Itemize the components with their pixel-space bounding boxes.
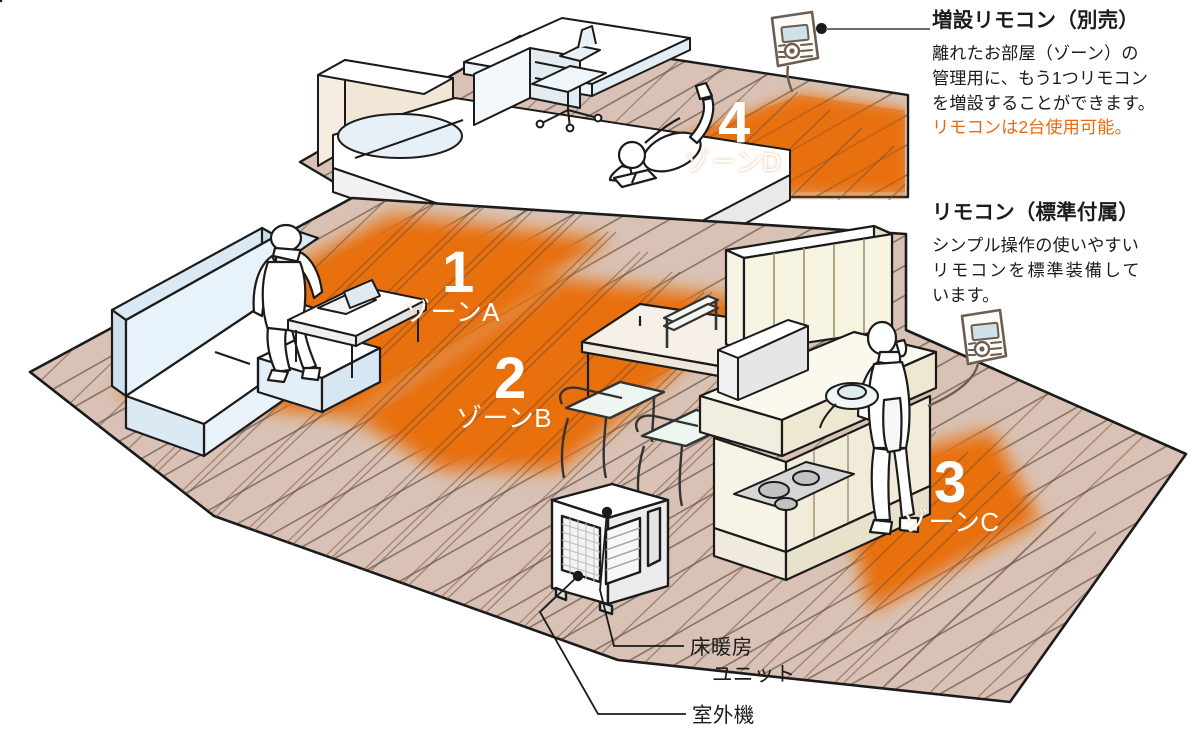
zone-label: ゾーンC (902, 507, 1000, 538)
panel-block-standard-remote: リモコン（標準付属） シンプル操作の使いやすい リモコンを標準装備して います。 (932, 200, 1194, 307)
callout-line-1: 床暖房 (690, 636, 753, 659)
zone-label: ゾーンA (404, 297, 501, 328)
zone-badge-c: 3 ゾーンC (902, 450, 1000, 538)
panel-body-line: リモコンを標準装備して (932, 259, 1142, 280)
callout-leader-lines (538, 511, 686, 715)
panel-body-line: 管理用に、もう1つリモコン (932, 67, 1149, 88)
panel-body-line: を増設することができます。 (932, 92, 1156, 113)
laptop (317, 279, 381, 315)
panel-body: 離れたお部屋（ゾーン）の 管理用に、もう1つリモコン を増設することができます。… (932, 41, 1194, 141)
panel-heading: 増設リモコン（別売） (932, 9, 1139, 32)
info-panel: 増設リモコン（別売） 離れたお部屋（ゾーン）の 管理用に、もう1つリモコン を増… (816, 0, 1200, 748)
dining-chair (559, 380, 666, 479)
callout-floor-heating-unit: 床暖房 ユニット (690, 634, 796, 688)
leader-line-extra-remote (826, 27, 930, 30)
callout-outdoor-unit: 室外機 (692, 702, 755, 729)
zone-badge-b: 2 ゾーンB (456, 346, 553, 434)
zone-number: 4 (718, 90, 750, 155)
zone-label: ゾーンD (684, 147, 782, 178)
person-living (252, 223, 324, 384)
stove-cooktop (733, 461, 855, 511)
panel-body-line: います。 (932, 284, 1000, 305)
zone-badge-a: 1 ゾーンA (404, 240, 501, 328)
remote-controller-standard[interactable] (927, 308, 1008, 408)
leader-dot-extra-remote (816, 23, 827, 34)
zone-badge-d: 4 ゾーンD (684, 90, 782, 178)
panel-heading: リモコン（標準付属） (932, 201, 1139, 224)
zone-label: ゾーンB (456, 403, 553, 434)
kitchen-wall-cabinets (724, 224, 894, 354)
serving-plate (819, 382, 879, 429)
callout-line-1: 室外機 (692, 704, 755, 727)
zone-number: 3 (934, 450, 966, 515)
person-reading (608, 81, 715, 189)
office-chair (531, 25, 607, 133)
panel-body-line: 離れたお部屋（ゾーン）の (932, 42, 1139, 63)
callout-line-2: ユニット (712, 663, 796, 687)
coffee-table (287, 285, 427, 378)
dining-chair (662, 294, 720, 348)
panel-body-line-highlight: リモコンは2台使用可能。 (932, 117, 1132, 138)
remote-controller-extra[interactable] (770, 10, 820, 93)
outdoor-unit (0, 0, 670, 616)
panel-body-line: シンプル操作の使いやすい (932, 234, 1139, 255)
zone-number: 2 (494, 346, 526, 411)
zone-number: 1 (442, 240, 474, 305)
panel-block-extra-remote: 増設リモコン（別売） 離れたお部屋（ゾーン）の 管理用に、もう1つリモコン を増… (932, 8, 1194, 140)
kitchen-appliance (717, 319, 809, 401)
panel-body: シンプル操作の使いやすい リモコンを標準装備して います。 (932, 233, 1194, 308)
